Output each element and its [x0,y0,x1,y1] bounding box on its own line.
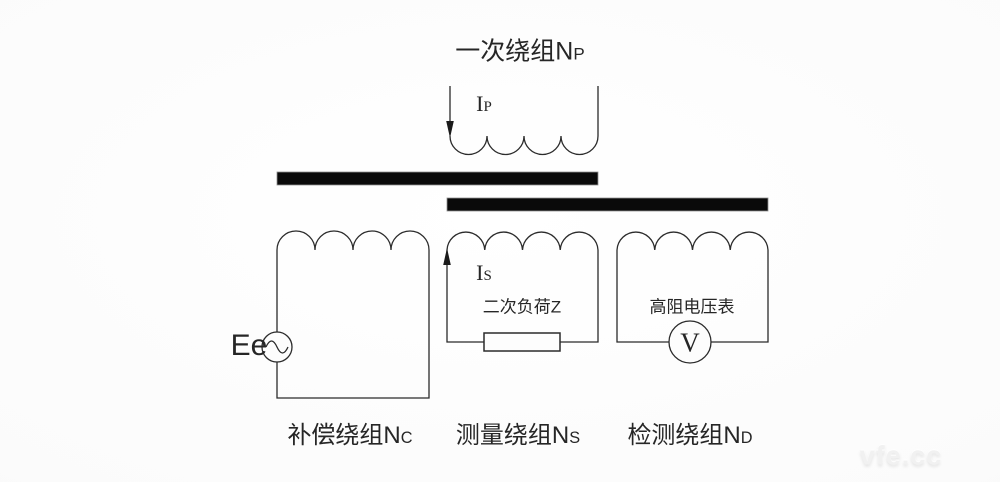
measurement-label-sub: S [569,429,581,447]
compensation-coil-icon [276,230,430,399]
primary-winding-title: 一次绕组NP [455,37,585,66]
source-label: Ee [230,329,268,362]
compensation-winding [261,230,430,399]
measurement-label-main: 测量绕组N [455,422,570,449]
measurement-winding [443,231,599,352]
measurement-winding-label: 测量绕组NS [456,424,580,448]
primary-current-main: I [476,91,484,116]
primary-winding-title-main: 一次绕组N [455,37,574,66]
primary-coil-icon [449,86,599,156]
voltmeter-icon [668,320,712,364]
compensation-label-sub: C [400,429,413,447]
meter-label: 高阻电压表 [649,297,735,317]
watermark: vfe.cc [859,440,943,471]
ac-source-icon [261,331,293,363]
detection-label-sub: D [740,429,753,447]
arrow-down-icon [446,121,454,138]
compensation-winding-label: 补偿绕组NC [287,424,412,448]
secondary-current-main: I [476,260,484,285]
measurement-coil-icon [446,231,599,343]
detection-winding [616,231,769,364]
load-resistor-icon [483,332,561,352]
primary-winding [446,86,599,156]
secondary-current-label: IS [476,262,492,284]
detection-label-main: 检测绕组N [627,422,741,449]
core-bar-bottom [446,197,769,212]
compensation-label-main: 补偿绕组N [287,422,401,449]
primary-current-label: IP [476,93,492,115]
primary-current-sub: P [483,99,492,115]
load-label: 二次负荷Z [482,297,562,317]
meter-symbol: V [680,327,700,358]
secondary-current-sub: S [483,268,492,284]
detection-winding-label: 检测绕组ND [627,424,752,448]
detection-coil-icon [616,231,769,343]
primary-winding-title-sub: P [573,44,585,64]
arrow-up-icon [443,248,451,265]
core-bar-top [276,171,599,186]
